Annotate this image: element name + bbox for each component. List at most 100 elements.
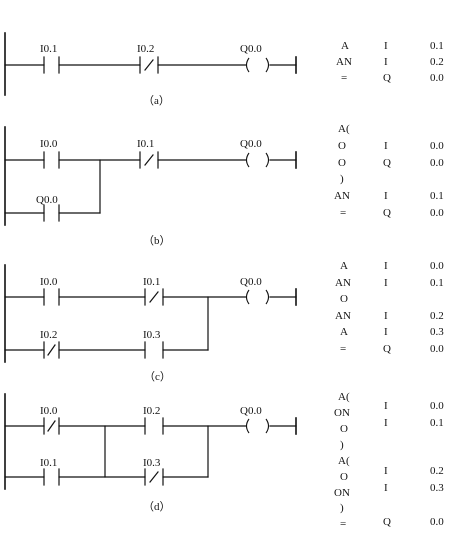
stl-op: O: [340, 293, 348, 305]
stl-addr: 0.0: [430, 516, 444, 528]
stl-area: Q: [383, 157, 391, 169]
stl-op: A: [340, 326, 348, 338]
stl-area: I: [384, 277, 388, 289]
no-contact-icon: [43, 288, 60, 306]
stl-addr: 0.2: [430, 56, 444, 68]
stl-addr: 0.0: [430, 400, 444, 412]
stl-area: Q: [383, 72, 391, 84]
contact-label: I0.0: [40, 405, 58, 417]
stl-area: I: [384, 400, 388, 412]
stl-addr: 0.0: [430, 72, 444, 84]
diagram-a: I0.1 I0.2 Q0.0 （a） A I 0.1 AN I 0.2 = Q …: [4, 32, 444, 107]
stl-addr: 0.0: [430, 207, 444, 219]
stl-op: ): [340, 502, 344, 514]
stl-area: I: [384, 190, 388, 202]
contact-label: I0.0: [40, 276, 58, 288]
stl-op: O: [338, 157, 346, 169]
stl-addr: 0.1: [430, 40, 444, 52]
stl-area: I: [384, 326, 388, 338]
nc-contact-icon: [144, 468, 164, 486]
stl-listing: A( O I 0.0 O Q 0.0 ) AN I 0.1 = Q 0.0: [334, 123, 444, 219]
contact-label: I0.3: [143, 329, 161, 341]
stl-op: AN: [335, 310, 351, 322]
stl-area: I: [384, 310, 388, 322]
stl-op: A(: [338, 123, 350, 135]
stl-area: I: [384, 56, 388, 68]
stl-op: A(: [338, 391, 350, 403]
stl-listing: A( ON I 0.0 O I 0.1 ) A( O I 0.2 ON I 0.…: [334, 391, 444, 530]
stl-addr: 0.1: [430, 190, 444, 202]
stl-addr: 0.3: [430, 482, 444, 494]
stl-area: I: [384, 465, 388, 477]
stl-addr: 0.2: [430, 465, 444, 477]
stl-op: O: [338, 140, 346, 152]
diagram-caption: （d）: [143, 500, 171, 513]
nc-contact-icon: [43, 417, 60, 435]
stl-addr: 0.0: [430, 343, 444, 355]
stl-op: ): [340, 439, 344, 451]
stl-op: =: [340, 207, 346, 219]
stl-area: Q: [383, 516, 391, 528]
stl-addr: 0.0: [430, 260, 444, 272]
coil-label: Q0.0: [240, 276, 262, 288]
no-contact-icon: [43, 56, 60, 74]
stl-area: I: [384, 140, 388, 152]
stl-op: =: [340, 343, 346, 355]
stl-op: ): [340, 173, 344, 185]
stl-op: AN: [334, 190, 350, 202]
coil-label: Q0.0: [240, 43, 262, 55]
stl-area: I: [384, 40, 388, 52]
stl-addr: 0.0: [430, 140, 444, 152]
contact-label: I0.0: [40, 138, 58, 150]
coil-icon: [245, 152, 270, 168]
stl-op: A: [340, 260, 348, 272]
stl-op: O: [340, 471, 348, 483]
nc-contact-icon: [139, 56, 159, 74]
stl-op: A: [341, 40, 349, 52]
contact-label: I0.2: [40, 329, 57, 341]
stl-op: =: [340, 518, 346, 530]
stl-op: ON: [334, 407, 350, 419]
diagram-caption: （b）: [143, 234, 171, 247]
no-contact-icon: [43, 468, 60, 486]
stl-addr: 0.1: [430, 417, 444, 429]
contact-label: I0.2: [143, 405, 160, 417]
diagram-caption: （c）: [144, 370, 171, 383]
stl-addr: 0.1: [430, 277, 444, 289]
contact-label: I0.1: [143, 276, 160, 288]
contact-label: I0.1: [40, 43, 57, 55]
stl-op: =: [341, 72, 347, 84]
nc-contact-icon: [139, 151, 159, 169]
stl-op: AN: [335, 277, 351, 289]
stl-op: ON: [334, 487, 350, 499]
coil-label: Q0.0: [240, 138, 262, 150]
stl-listing: A I 0.0 AN I 0.1 O AN I 0.2 A I 0.3 = Q …: [335, 260, 444, 355]
no-contact-icon: [144, 417, 164, 435]
stl-area: Q: [383, 207, 391, 219]
stl-area: I: [384, 482, 388, 494]
stl-area: I: [384, 260, 388, 272]
contact-label: I0.1: [40, 457, 57, 469]
stl-area: Q: [383, 343, 391, 355]
no-contact-icon: [144, 341, 164, 359]
stl-addr: 0.3: [430, 326, 444, 338]
contact-label: I0.1: [137, 138, 154, 150]
stl-op: O: [340, 423, 348, 435]
stl-listing: A I 0.1 AN I 0.2 = Q 0.0: [336, 40, 444, 84]
coil-label: Q0.0: [240, 405, 262, 417]
diagram-b: I0.0 I0.1 Q0.0 Q0.0 （b） A( O I 0.0 O Q: [4, 123, 444, 247]
stl-op: A(: [338, 455, 350, 467]
diagram-caption: （a）: [143, 94, 170, 107]
stl-addr: 0.2: [430, 310, 444, 322]
coil-icon: [245, 57, 270, 73]
stl-area: I: [384, 417, 388, 429]
contact-label: Q0.0: [36, 194, 58, 206]
no-contact-icon: [43, 204, 60, 222]
stl-addr: 0.0: [430, 157, 444, 169]
nc-contact-icon: [43, 341, 60, 359]
no-contact-icon: [43, 151, 60, 169]
nc-contact-icon: [144, 288, 164, 306]
stl-op: AN: [336, 56, 352, 68]
diagram-c: I0.0 I0.1 Q0.0 I0.2 I0.3 （c） A: [4, 260, 444, 383]
